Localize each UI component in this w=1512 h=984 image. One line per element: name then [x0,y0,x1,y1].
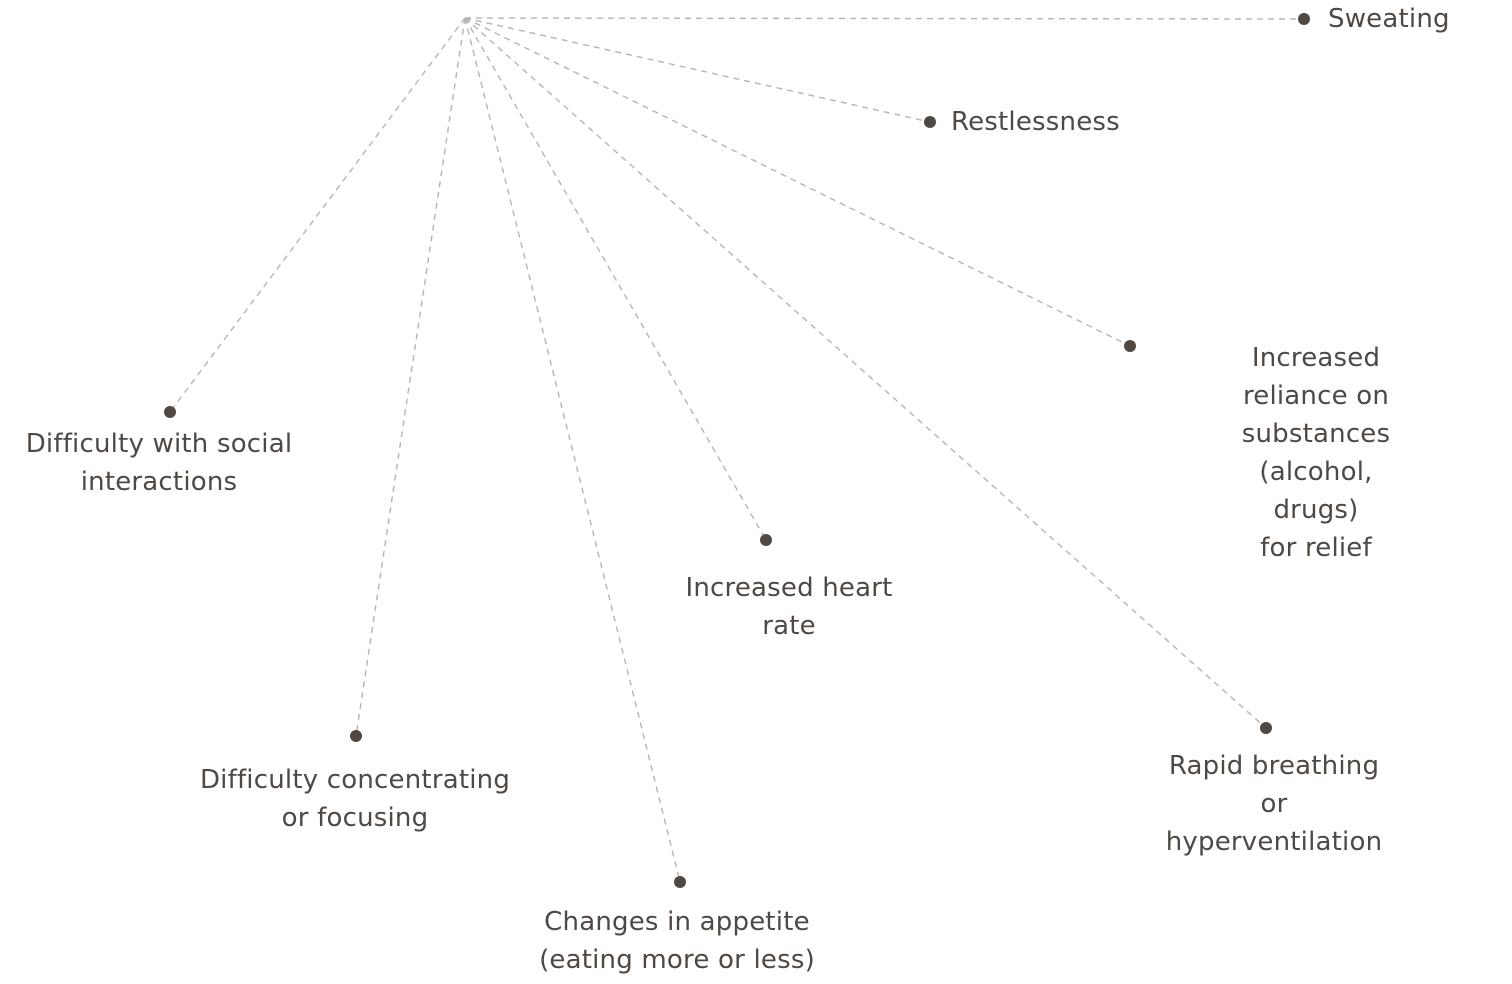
node-dots [164,13,1310,888]
spoke-breathing [464,17,1267,729]
spoke-concentrating [355,17,466,737]
node-dot-substances [1124,340,1136,352]
node-label-sweating: Sweating [1328,4,1450,34]
node-dot-social [164,406,176,418]
node-dot-concentrating [350,730,362,742]
node-dot-sweating [1298,13,1310,25]
spoke-sweating [464,17,1305,20]
node-dot-breathing [1260,722,1272,734]
spoke-restlessness [464,17,931,123]
node-dot-heart-rate [760,534,772,546]
node-label-restlessness: Restlessness [951,107,1120,137]
node-label-heart-rate: Increased heart rate [685,573,893,641]
node-label-substances: Increased reliance on substances (alcoho… [1241,343,1391,563]
node-dot-restlessness [924,116,936,128]
spoke-appetite [464,17,681,883]
spokes [169,17,1305,883]
node-label-concentrating: Difficulty concentrating or focusing [199,765,511,833]
spoke-social [169,17,466,413]
spoke-substances [464,17,1131,347]
node-label-appetite: Changes in appetite (eating more or less… [539,907,815,975]
node-dot-appetite [674,876,686,888]
node-label-social: Difficulty with social interactions [25,429,293,497]
node-label-breathing: Rapid breathing or hyperventilation [1165,751,1383,857]
spoke-heart-rate [464,17,767,541]
